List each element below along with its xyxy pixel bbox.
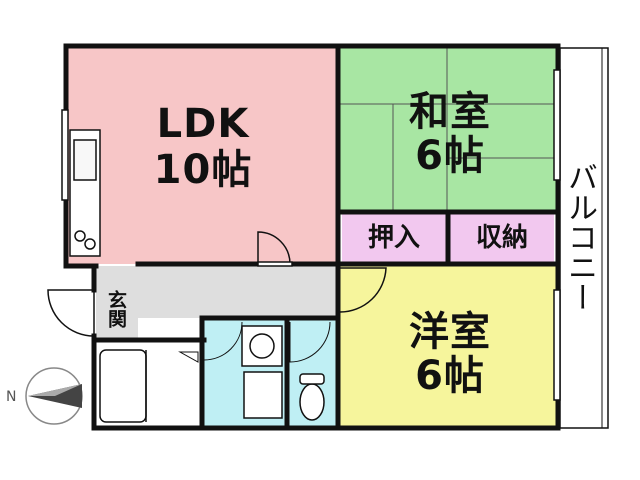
balcony-label: バルコニー (562, 162, 597, 312)
washitsu-label: 和室 6帖 (390, 92, 510, 176)
youshitsu-label: 洋室 6帖 (390, 312, 510, 396)
compass-label: N (6, 389, 16, 405)
compass-icon (25, 367, 83, 425)
oshiire-closet (342, 212, 446, 264)
tatami-lines (340, 48, 556, 212)
balcony (559, 47, 609, 429)
ldk-room (66, 48, 338, 264)
youshitsu-door (339, 267, 387, 313)
entrance-door (47, 289, 95, 337)
youshitsu-room (340, 266, 556, 426)
shuno-closet (450, 212, 554, 264)
washitsu-size: 6帖 (415, 133, 485, 179)
toilet (299, 373, 325, 421)
shuno-label: 収納 (475, 223, 528, 253)
genkan-label: 玄関 (105, 290, 127, 328)
bath-door (178, 351, 199, 363)
youshitsu-size: 6帖 (415, 353, 485, 399)
toilet-door (289, 321, 331, 363)
washitsu-room (340, 48, 556, 212)
ldk-name: LDK (156, 101, 250, 147)
oshiire-label: 押入 (367, 223, 420, 253)
ldk-size: 10帖 (153, 147, 253, 193)
ldk-door (257, 231, 293, 267)
youshitsu-name: 洋室 (409, 309, 491, 355)
kitchen-counter (69, 129, 101, 257)
washing-machine-space (243, 371, 283, 419)
windows (61, 69, 561, 401)
washroom-door (203, 321, 243, 361)
bathtub (99, 349, 147, 423)
genkan-area (96, 266, 138, 338)
ldk-label: LDK 10帖 (128, 104, 278, 190)
washitsu-name: 和室 (409, 89, 491, 135)
wash-basin (241, 325, 283, 367)
